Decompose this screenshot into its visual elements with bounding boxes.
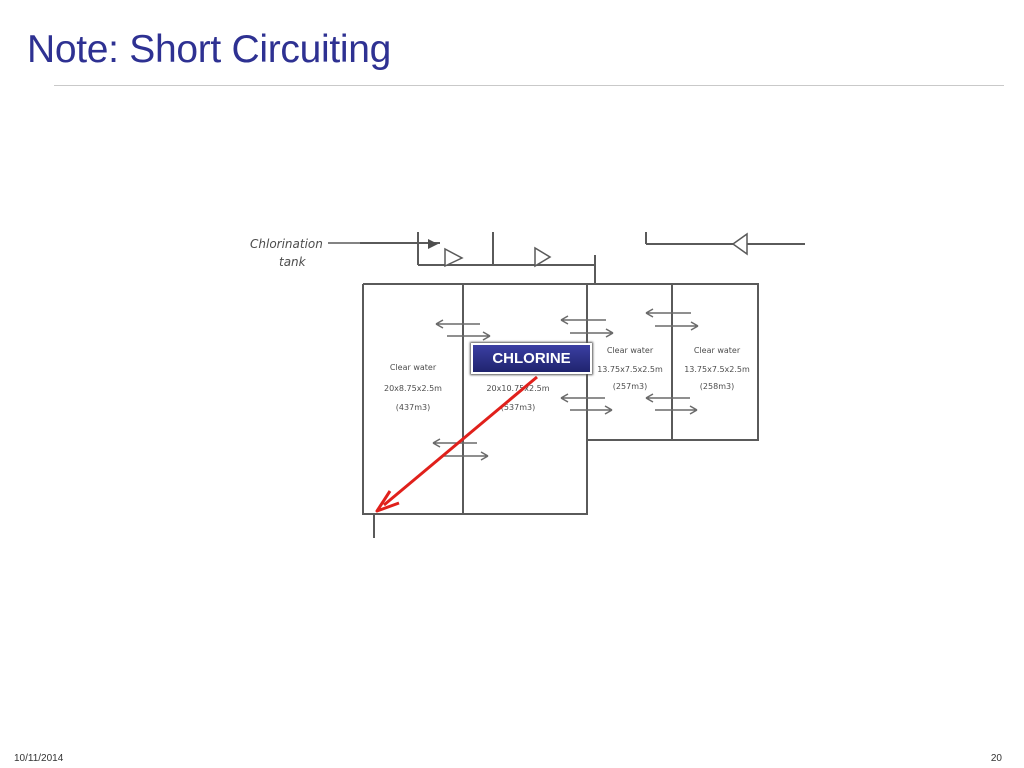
flow-arrow-right-icon bbox=[570, 405, 613, 415]
flow-arrow-left-icon bbox=[432, 438, 477, 448]
chamber-1-volume: (437m3) bbox=[396, 403, 430, 412]
flow-arrowhead-icon bbox=[428, 239, 438, 249]
page-number: 20 bbox=[990, 753, 1002, 764]
short-circuit-arrow bbox=[383, 375, 538, 507]
chamber-4-dims: 13.75x7.5x2.5m bbox=[684, 365, 750, 374]
chamber-4-label: Clear water bbox=[694, 346, 741, 355]
chamber-3-label: Clear water bbox=[607, 346, 654, 355]
tank-outline bbox=[362, 283, 759, 515]
flow-arrow-left-icon bbox=[560, 393, 605, 403]
valve-icon bbox=[534, 246, 552, 268]
title-divider bbox=[54, 85, 1004, 86]
short-circuit-arrowhead-icon bbox=[375, 490, 400, 513]
valve-icon bbox=[731, 232, 748, 256]
chamber-4-volume: (258m3) bbox=[700, 382, 734, 391]
flow-arrow-left-icon bbox=[645, 393, 690, 403]
chamber-3-volume: (257m3) bbox=[613, 382, 647, 391]
flow-arrow-left-icon bbox=[645, 308, 691, 318]
flow-arrow-right-icon bbox=[447, 331, 491, 341]
flow-arrow-right-icon bbox=[444, 451, 489, 461]
flow-arrow-right-icon bbox=[655, 321, 699, 331]
chamber-3-dims: 13.75x7.5x2.5m bbox=[597, 365, 663, 374]
chamber-2-volume: (537m3) bbox=[501, 403, 535, 412]
chamber-2-dims: 20x10.75x2.5m bbox=[486, 384, 549, 393]
chamber-1-label: Clear water bbox=[390, 363, 437, 372]
flow-arrow-left-icon bbox=[560, 315, 606, 325]
chamber-1-dims: 20x8.75x2.5m bbox=[384, 384, 442, 393]
tank-label: Chlorination bbox=[250, 237, 323, 251]
chlorine-callout: CHLORINE bbox=[471, 343, 592, 374]
flow-arrow-right-icon bbox=[570, 328, 614, 338]
flow-arrow-left-icon bbox=[435, 319, 480, 329]
footer-date: 10/11/2014 bbox=[14, 753, 64, 764]
valve-icon bbox=[444, 247, 464, 268]
slide-title: Note: Short Circuiting bbox=[27, 28, 392, 71]
tank-label-line2: tank bbox=[279, 255, 307, 269]
flow-arrow-right-icon bbox=[655, 405, 698, 415]
